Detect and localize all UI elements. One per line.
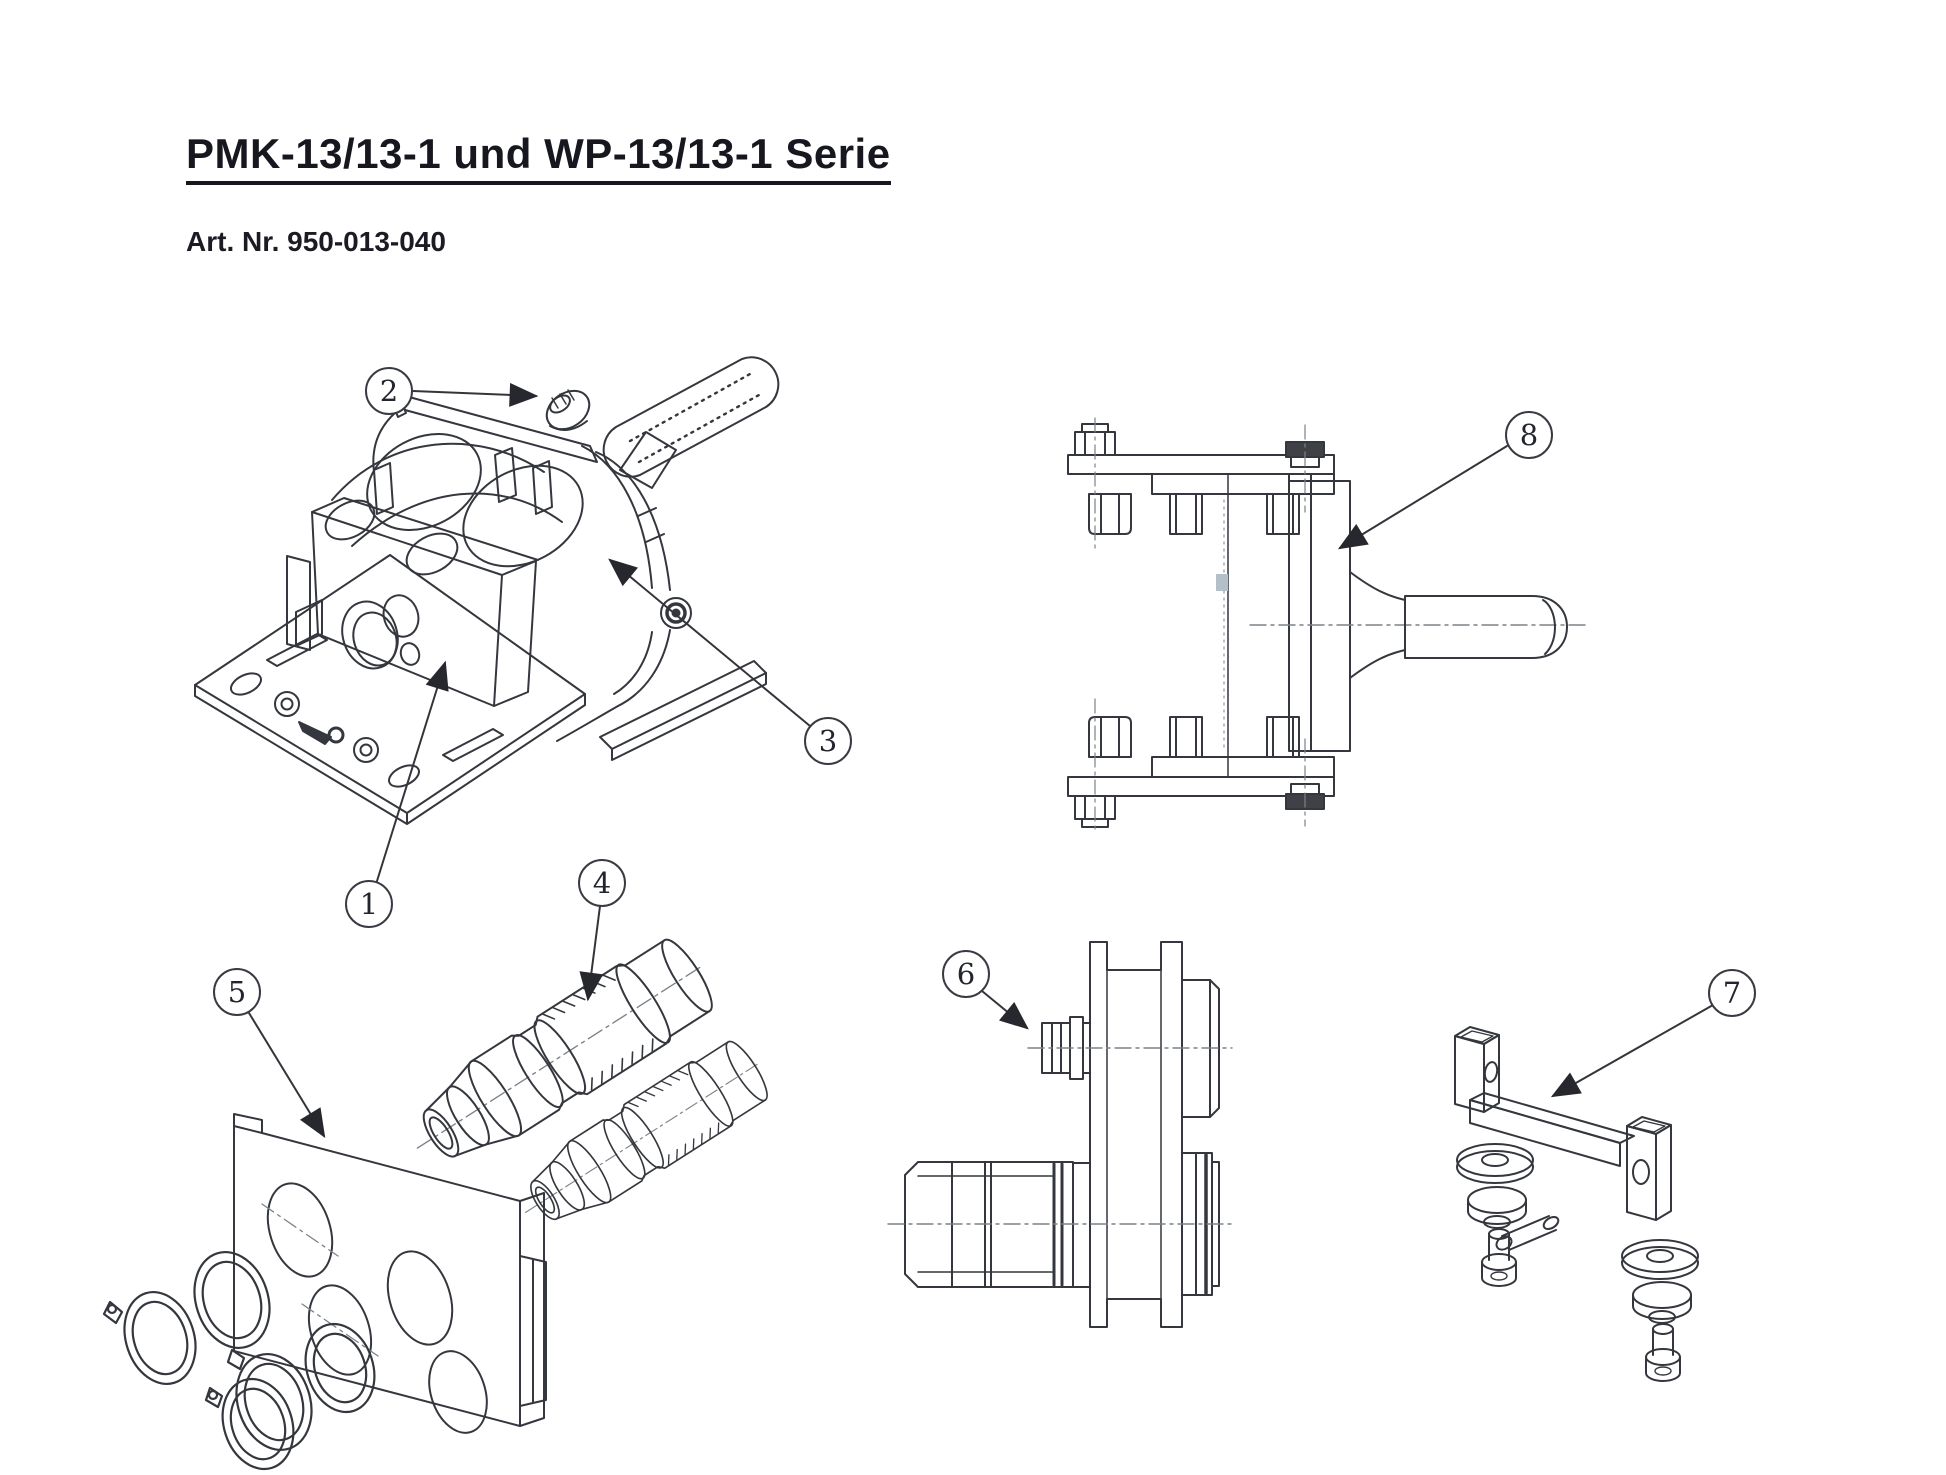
callout-4: 4 bbox=[578, 859, 626, 907]
callout-5-label: 5 bbox=[227, 974, 247, 1009]
callout-8: 8 bbox=[1505, 411, 1553, 459]
callout-3-label: 3 bbox=[818, 723, 838, 758]
figure-clamp-assembly-isometric bbox=[194, 356, 780, 825]
callout-8-label: 8 bbox=[1519, 417, 1539, 452]
callout-4-label: 4 bbox=[592, 865, 612, 900]
callout-7: 7 bbox=[1708, 969, 1756, 1017]
callout-6-label: 6 bbox=[956, 956, 976, 991]
callout-2: 2 bbox=[365, 367, 413, 415]
callout-2-label: 2 bbox=[379, 373, 399, 408]
figure-coupler-plate-exploded bbox=[102, 926, 781, 1471]
figure-mounting-bracket-hardware bbox=[1454, 1026, 1699, 1382]
figure-clamp-top-view bbox=[1067, 417, 1586, 834]
callout-3: 3 bbox=[804, 717, 852, 765]
callout-5: 5 bbox=[213, 968, 261, 1016]
figure-coupler-plate-side-view bbox=[887, 941, 1233, 1328]
callout-leader-lines bbox=[248, 382, 1714, 1139]
callout-1-label: 1 bbox=[359, 886, 379, 921]
article-number: Art. Nr. 950-013-040 bbox=[186, 226, 446, 257]
callout-6: 6 bbox=[942, 950, 990, 998]
callout-1: 1 bbox=[345, 880, 393, 928]
callout-7-label: 7 bbox=[1722, 975, 1742, 1010]
page-title: PMK-13/13-1 und WP-13/13-1 Serie bbox=[186, 130, 891, 185]
